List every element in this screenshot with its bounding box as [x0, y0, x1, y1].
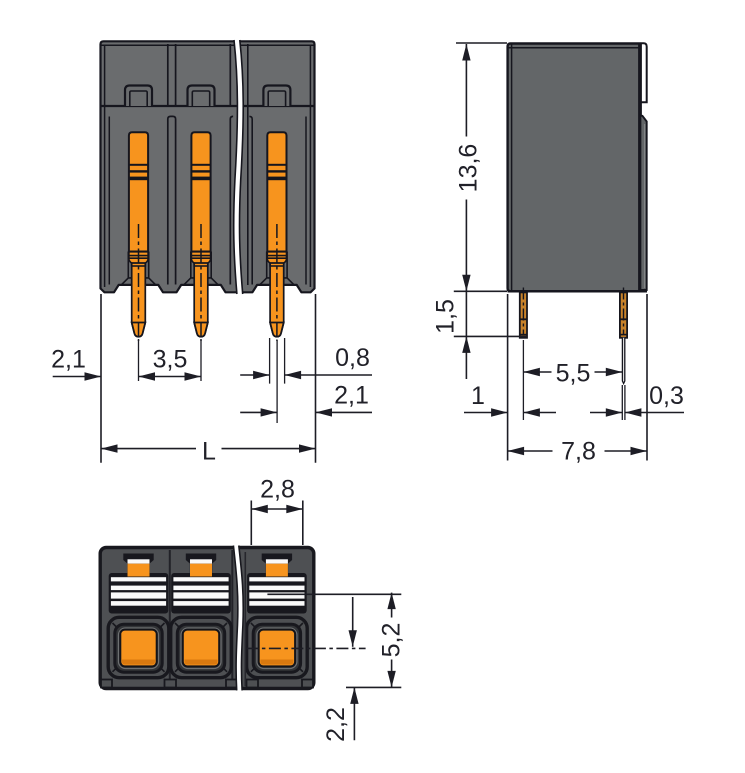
svg-text:2,2: 2,2 [322, 707, 350, 742]
svg-text:2,1: 2,1 [51, 346, 86, 374]
svg-text:1,5: 1,5 [432, 299, 460, 334]
svg-text:2,1: 2,1 [334, 382, 369, 410]
svg-text:0,8: 0,8 [335, 344, 370, 372]
svg-text:5,2: 5,2 [378, 623, 406, 658]
svg-text:0,3: 0,3 [649, 382, 684, 410]
svg-text:1: 1 [471, 382, 485, 410]
svg-text:7,8: 7,8 [561, 438, 596, 466]
svg-text:L: L [202, 437, 216, 465]
svg-text:3,5: 3,5 [153, 346, 188, 374]
svg-text:2,8: 2,8 [260, 476, 295, 504]
svg-text:5,5: 5,5 [556, 360, 591, 388]
svg-text:13,6: 13,6 [455, 144, 483, 193]
